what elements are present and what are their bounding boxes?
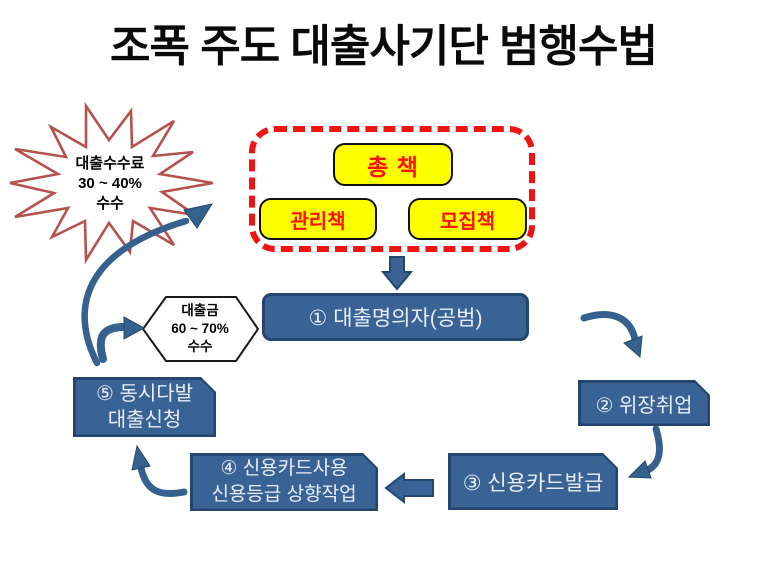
org-leader-label: 총 책 — [367, 153, 419, 180]
step2-box-fill: ② 위장취업 — [581, 383, 708, 424]
org-leader-box: 총 책 — [333, 143, 453, 186]
step5-line2: 대출신청 — [107, 409, 182, 431]
curved-arrow-to-burst — [81, 217, 190, 367]
step3-box: ③ 신용카드발급 — [448, 453, 618, 510]
step2-label: ② 위장취업 — [595, 394, 693, 417]
step2-box: ② 위장취업 — [578, 380, 710, 426]
step4-line2: 신용등급 상향작업 — [211, 484, 357, 505]
org-recruiter-box: 모집책 — [408, 198, 527, 240]
step4-box-fill: ④ 신용카드사용 신용등급 상향작업 — [193, 456, 376, 509]
org-group-frame — [249, 126, 535, 252]
burst-shape-outline — [9, 101, 214, 265]
hexagon-line: 60 ~ 70% — [171, 320, 229, 336]
curved-arrow-step4-step5-head — [131, 444, 151, 471]
hexagon-label: 대출금 60 ~ 70% 수수 — [150, 299, 250, 359]
step4-line1: ④ 신용카드사용 — [220, 458, 348, 480]
step5-line1: ⑤ 동시다발 — [95, 383, 194, 405]
slide-title: 조폭 주도 대출사기단 범행수법 — [110, 22, 658, 71]
org-manager-box: 관리책 — [259, 198, 377, 240]
org-manager-label: 관리책 — [290, 210, 346, 233]
curved-arrow-to-hexagon — [96, 323, 126, 363]
step5-box-fill: ⑤ 동시다발 대출신청 — [76, 380, 214, 435]
curved-arrow-step2-step3 — [644, 425, 663, 474]
step5-box: ⑤ 동시다발 대출신청 — [73, 377, 216, 437]
hexagon-shape — [141, 296, 260, 362]
curved-arrow-to-burst-head — [183, 203, 214, 229]
burst-line: 30 ~ 40% — [78, 174, 142, 192]
arrow-down-icon — [380, 256, 414, 291]
step3-label: ③ 신용카드발급 — [462, 471, 604, 495]
burst-label: 대출수수료 30 ~ 40% 수수 — [49, 152, 171, 216]
burst-line: 수수 — [96, 195, 124, 213]
curved-arrow-step1-step2 — [580, 311, 639, 343]
arrow-left-icon — [384, 471, 434, 505]
step3-box-fill: ③ 신용카드발급 — [451, 456, 616, 508]
org-recruiter-label: 모집책 — [439, 210, 496, 233]
hexagon-line: 대출금 — [181, 302, 219, 318]
step4-box: ④ 신용카드사용 신용등급 상향작업 — [190, 453, 378, 511]
step1-label: ① 대출명의자(공범) — [308, 307, 483, 330]
curved-arrow-to-hexagon-head — [123, 316, 146, 340]
hexagon-line: 수수 — [187, 339, 213, 355]
curved-arrow-step2-step3-head — [627, 460, 652, 479]
curved-arrow-step1-step2-head — [623, 335, 643, 359]
burst-line: 대출수수료 — [75, 154, 145, 172]
step1-box: ① 대출명의자(공범) — [262, 293, 529, 341]
curved-arrow-step4-step5 — [137, 464, 188, 497]
